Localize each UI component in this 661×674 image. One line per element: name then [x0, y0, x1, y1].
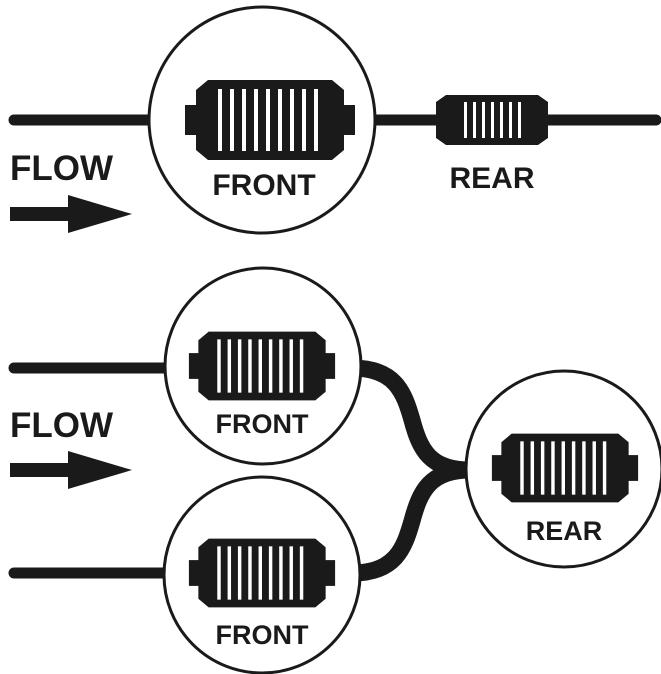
parallel-configuration: FRONT FRONT REAR FLOW	[8, 266, 661, 674]
top-front-label: FRONT	[212, 169, 315, 202]
bottom-lower-front-converter-icon	[188, 538, 336, 608]
top-front-converter-icon	[185, 80, 355, 160]
top-flow-arrow-icon	[10, 195, 132, 233]
bottom-upper-front-converter-icon	[188, 331, 336, 401]
bottom-upper-front-label: FRONT	[216, 409, 309, 439]
series-configuration: FRONT REAR FLOW	[8, 5, 661, 235]
bottom-lower-front-label: FRONT	[216, 620, 309, 650]
bottom-flow-label: FLOW	[10, 406, 113, 445]
merge-pipe-upper	[343, 359, 479, 479]
top-rear-converter-icon	[436, 95, 548, 145]
bottom-rear-label: REAR	[526, 516, 603, 546]
bottom-rear-converter-icon	[491, 433, 639, 503]
top-flow-label: FLOW	[10, 149, 113, 188]
merge-pipe-lower	[343, 461, 479, 582]
bottom-flow-arrow-icon	[10, 451, 132, 489]
top-rear-label: REAR	[449, 162, 534, 195]
